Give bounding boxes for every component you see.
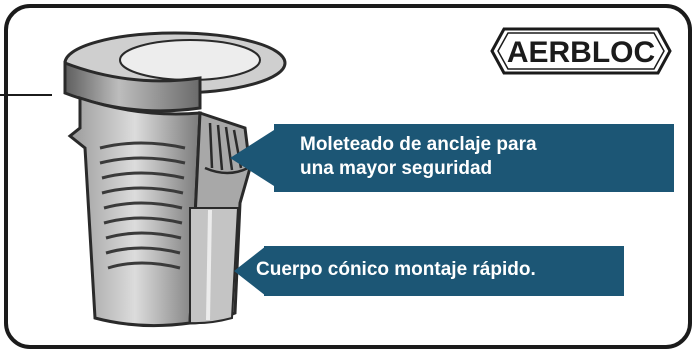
- callout-arrow: [234, 246, 266, 296]
- aerbloc-logo: AERBLOC: [490, 27, 672, 75]
- callout-arrow: [230, 130, 274, 186]
- callout-line-2: una mayor seguridad: [300, 158, 493, 179]
- logo-text: AERBLOC: [507, 36, 655, 69]
- leader-line: [0, 94, 52, 96]
- callout-text: Cuerpo cónico montaje rápido.: [256, 259, 536, 280]
- callout-text: Moleteado de anclaje para una mayor segu…: [300, 133, 660, 181]
- callout-conical-body: Cuerpo cónico montaje rápido.: [234, 246, 624, 296]
- callout-box: [274, 124, 674, 192]
- callout-knurling: Moleteado de anclaje para una mayor segu…: [230, 124, 674, 192]
- callout-box: [264, 246, 624, 296]
- callout-line-1: Moleteado de anclaje para: [300, 134, 537, 155]
